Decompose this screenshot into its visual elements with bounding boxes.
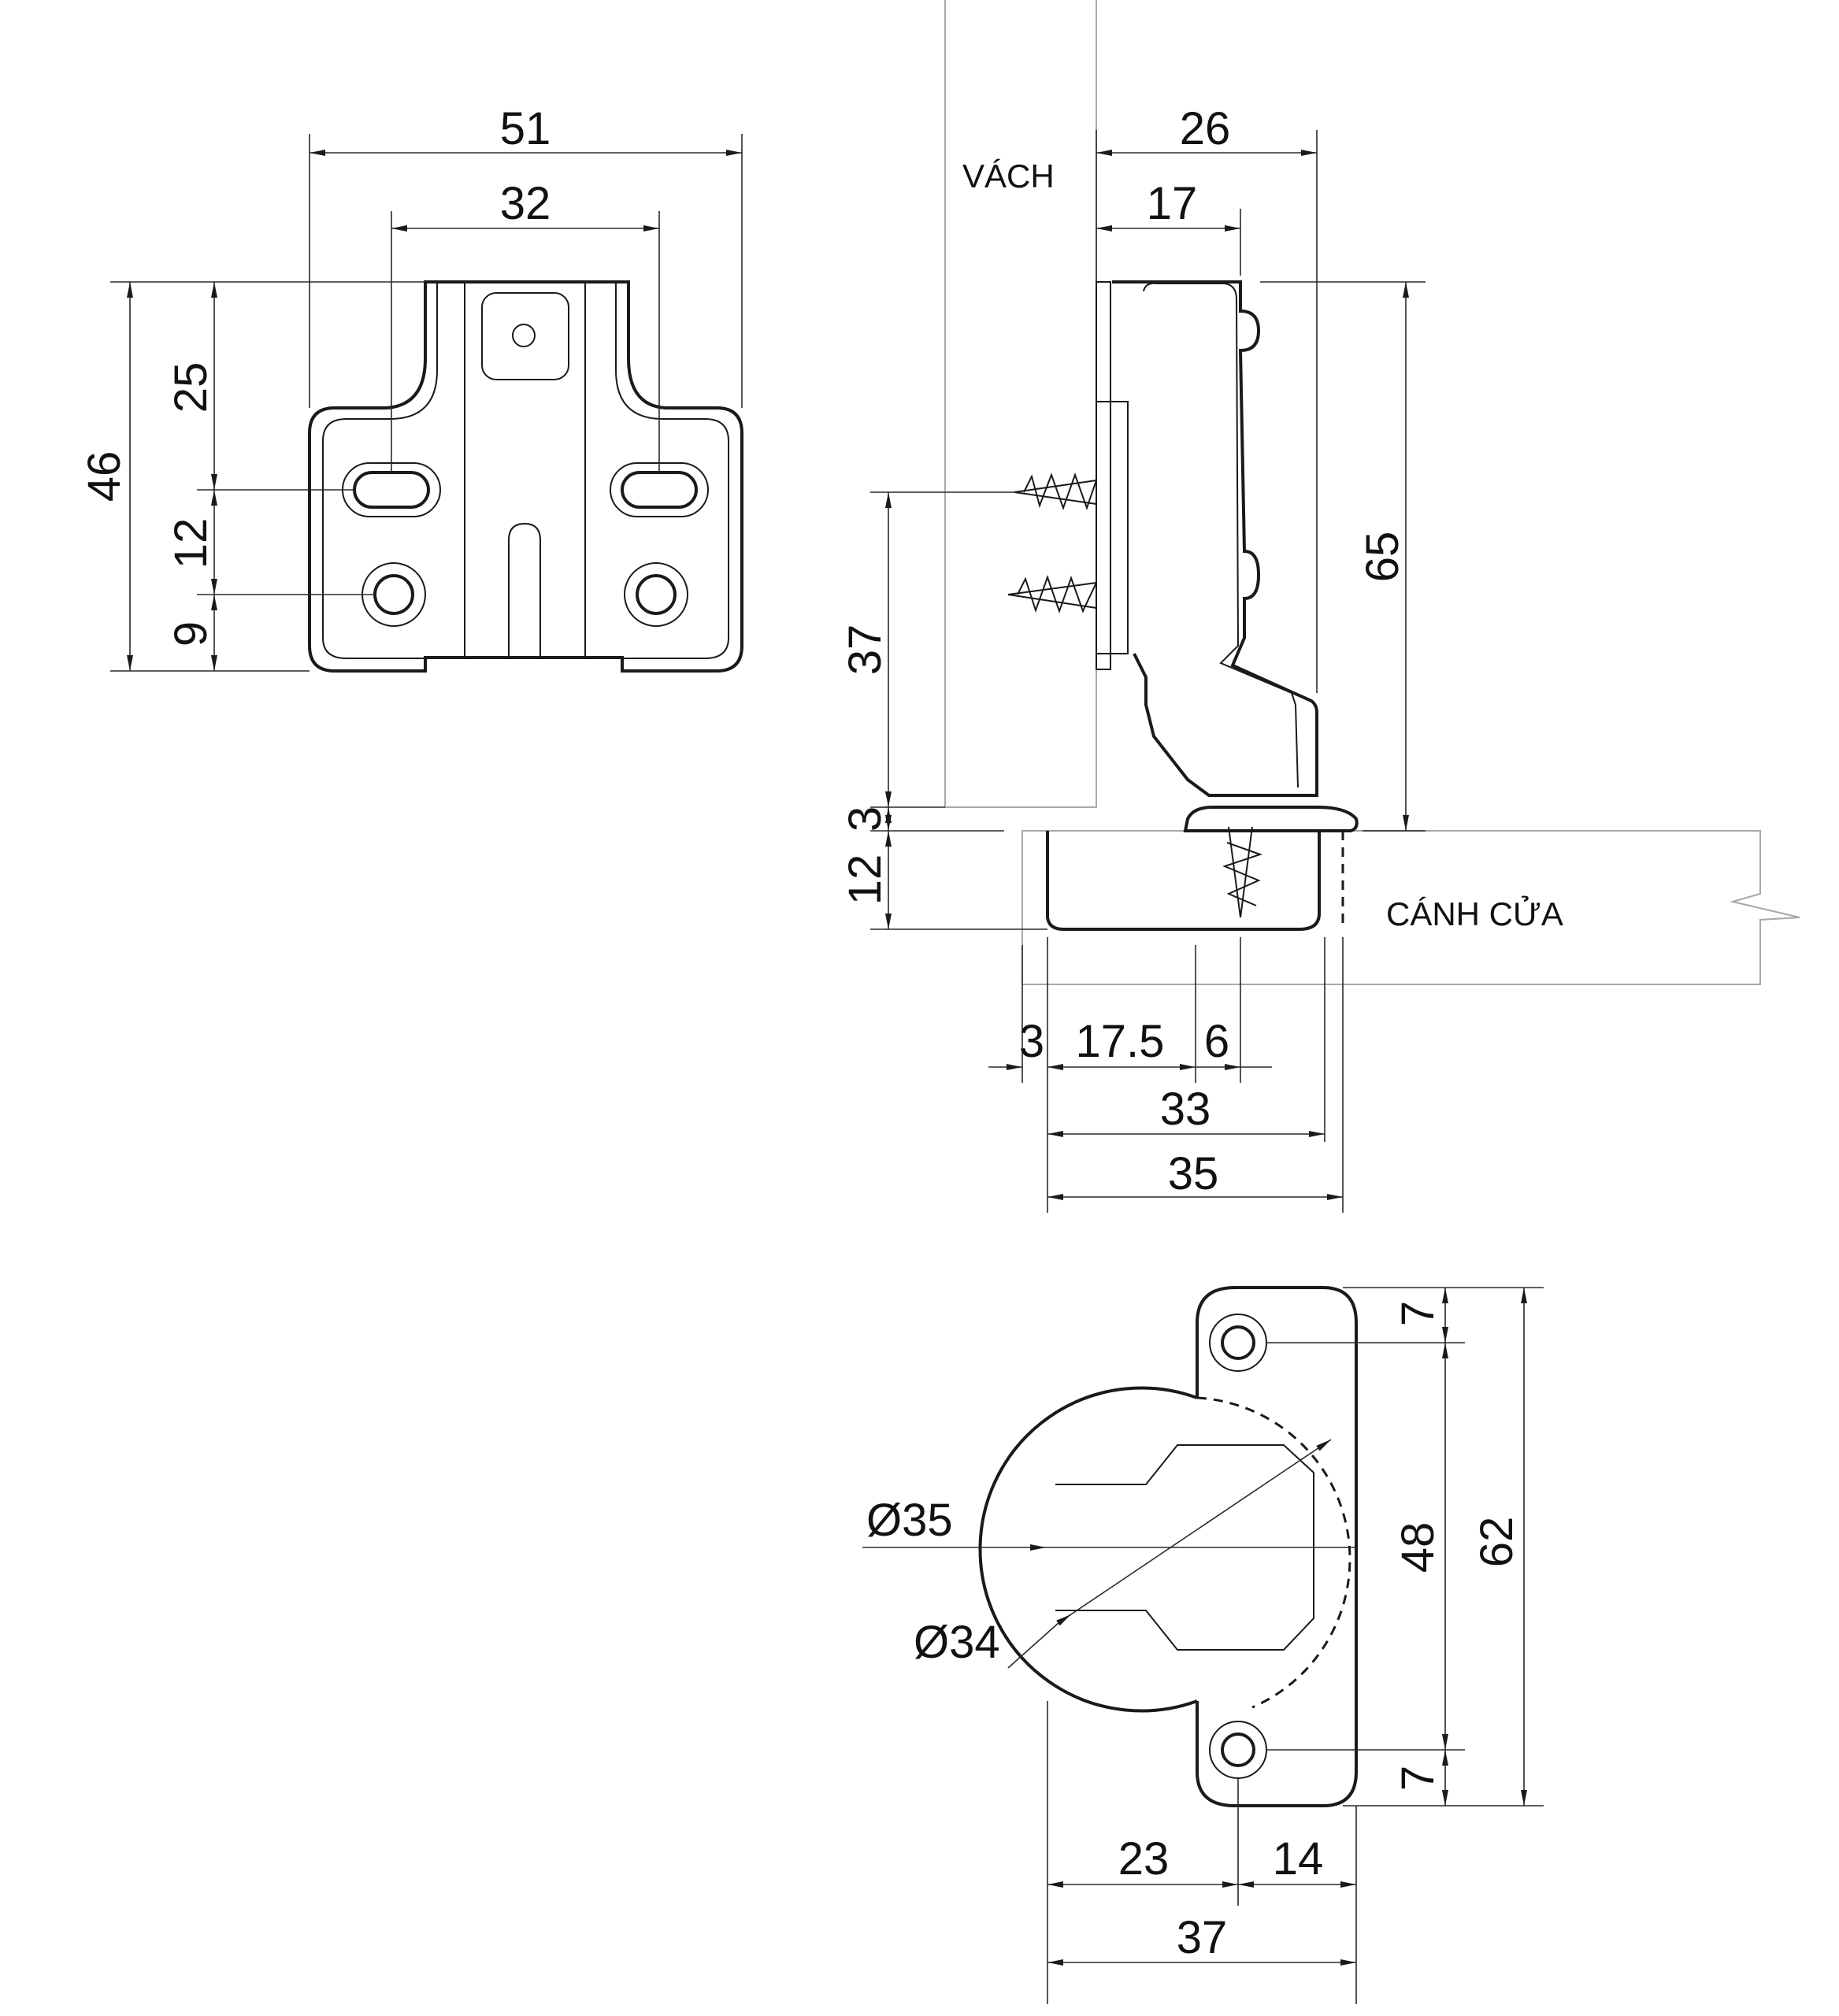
plate-top-hole — [512, 324, 536, 347]
dim-dia-inner: Ø34 — [914, 1617, 1000, 1668]
dim-height-overall: 65 — [1357, 532, 1408, 583]
dim-hole-bottom-offset: 7 — [1392, 1766, 1444, 1791]
dim-panel-offset: 37 — [840, 624, 891, 676]
dim-depth-arm: 17 — [1147, 178, 1198, 229]
dim-plate-length: 62 — [1471, 1517, 1522, 1568]
dim-cup-diameter-ref: 35 — [1168, 1148, 1219, 1199]
dim-hole-spacing-cup: 48 — [1392, 1522, 1444, 1573]
side-view: VÁCH CÁNH CỬA 26 17 — [840, 0, 1800, 1213]
dim-center-offset: 6 — [1204, 1016, 1229, 1067]
plate-left-hole — [373, 574, 414, 615]
hinge-arm — [1112, 280, 1318, 797]
cup-bottom-hole-outer — [1209, 1721, 1267, 1779]
cup-plate-outline — [1196, 1286, 1358, 1807]
mounting-plate-outline — [308, 280, 743, 673]
plate-right-hole-outer — [624, 562, 688, 627]
door-outline — [1021, 830, 1800, 985]
label-panel: VÁCH — [962, 158, 1055, 195]
cup-top-hole — [1221, 1325, 1255, 1360]
side-plate — [1096, 281, 1111, 670]
dim-hole-spacing: 32 — [500, 178, 551, 229]
label-door: CÁNH CỬA — [1386, 895, 1563, 932]
dim-dia-outer: Ø35 — [866, 1495, 953, 1546]
cup-view: Ø35 Ø34 7 48 7 62 23 14 37 — [862, 1286, 1544, 2004]
plate-right-hole — [636, 574, 677, 615]
plate-center-slot — [508, 522, 541, 658]
dim-gap: 3 — [840, 806, 891, 832]
plate-left-slot — [353, 471, 430, 509]
hinge-arm-inner — [1143, 282, 1299, 788]
mounting-plate-view: 51 32 46 25 12 9 — [79, 103, 743, 673]
cup-inner-shape — [1055, 1444, 1314, 1651]
cup-circle-dashed — [1196, 1396, 1351, 1709]
dim-left-to-hole: 23 — [1118, 1833, 1170, 1884]
dim-plate-width: 51 — [500, 103, 551, 154]
dim-depth-overall: 26 — [1180, 103, 1231, 154]
dim-hole-to-bottom: 9 — [165, 621, 217, 647]
dim-cup-to-center: 17.5 — [1076, 1016, 1165, 1067]
cup-flange — [1183, 806, 1359, 832]
dim-top-to-slot: 25 — [165, 362, 217, 413]
cup-top-hole-outer — [1209, 1314, 1267, 1372]
dim-hole-top-offset: 7 — [1392, 1301, 1444, 1326]
mounting-plate-inner-right — [615, 282, 729, 659]
dim-plate-height: 46 — [79, 451, 130, 502]
dim-hole-to-right: 14 — [1273, 1833, 1324, 1884]
plate-right-slot — [621, 471, 698, 509]
screw-lower — [1007, 574, 1097, 614]
dim-edge-gap: 3 — [1019, 1016, 1044, 1067]
hinge-cup — [1046, 831, 1321, 931]
cup-screw — [1222, 826, 1263, 918]
cup-circle — [978, 1386, 1198, 1713]
screw-upper — [1014, 472, 1097, 511]
cup-bottom-hole — [1221, 1732, 1255, 1767]
panel-outline — [944, 0, 1097, 808]
dim-plate-width-cup: 37 — [1177, 1912, 1228, 1963]
dim-slot-to-hole: 12 — [165, 518, 217, 569]
plate-top-square — [481, 292, 569, 380]
side-plate-block — [1096, 401, 1129, 654]
mounting-plate-inner-left — [322, 282, 438, 659]
dim-cup-width: 33 — [1160, 1084, 1211, 1135]
dim-cup-depth: 12 — [840, 854, 891, 906]
